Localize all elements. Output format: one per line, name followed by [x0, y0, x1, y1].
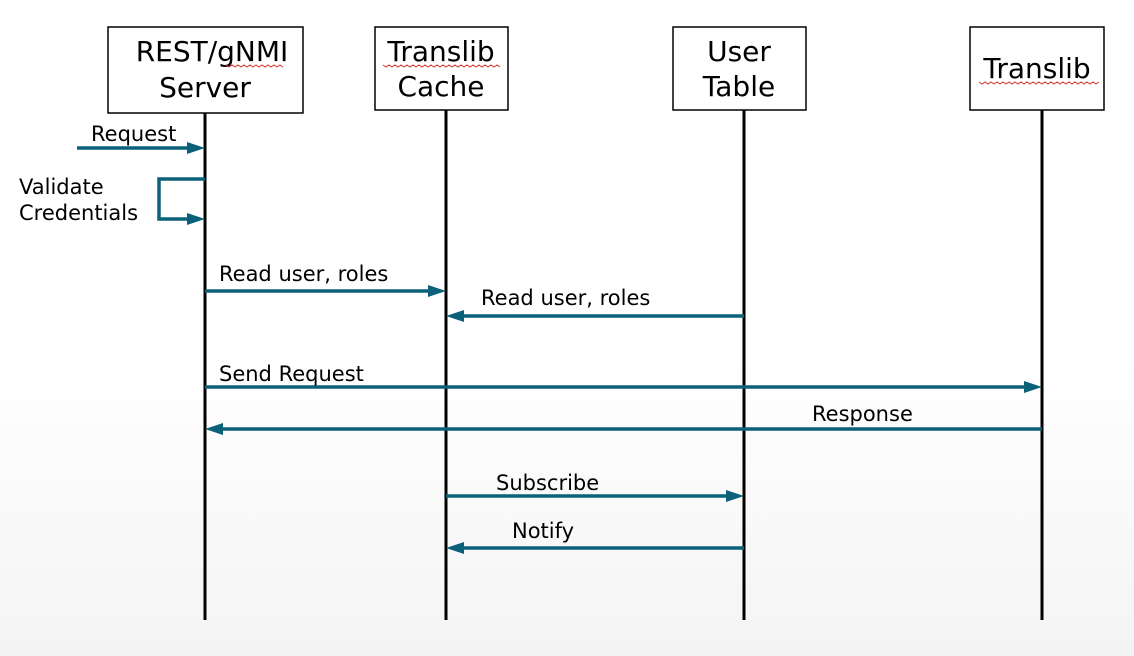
lifeline-rest-gnmi-server: REST/gNMI Server [107, 26, 304, 620]
arrowhead-left [205, 423, 223, 435]
message-request: Request [77, 122, 205, 154]
message-label: Request [91, 122, 176, 146]
message-label: Read user, roles [219, 262, 388, 286]
message-response: Response [205, 402, 1042, 435]
message-read-user-roles-1: Read user, roles [205, 262, 446, 297]
spellcheck-underline [382, 64, 501, 68]
lifeline-title-line-1: REST/gNMI [136, 35, 289, 68]
lifeline-translib: Translib [969, 26, 1105, 620]
lifeline-translib-cache: Translib Cache [374, 26, 509, 620]
lifeline-box [969, 26, 1105, 111]
message-read-user-roles-2: Read user, roles [446, 286, 744, 322]
lifeline-title-line-2: Cache [397, 70, 484, 103]
lifeline-title-line-1: User [707, 35, 771, 68]
arrowhead-right [428, 285, 446, 297]
message-label: Notify [512, 519, 574, 543]
message-label: Response [812, 402, 913, 426]
lifeline-box [107, 26, 304, 114]
message-send-request: Send Request [205, 362, 1042, 393]
arrowhead-right [726, 490, 744, 502]
lifeline-title-line-2: Server [159, 71, 251, 104]
message-label-line-2: Credentials [19, 201, 138, 225]
lifeline-box [374, 26, 509, 111]
lifeline-user-table: User Table [672, 26, 807, 620]
message-label: Send Request [219, 362, 364, 386]
lifeline-title-line-1: Translib [386, 35, 494, 68]
arrowhead-left [446, 310, 464, 322]
arrowhead-right [187, 213, 205, 225]
lifeline-title-line-2: Table [702, 70, 775, 103]
arrowhead-left [446, 542, 464, 554]
self-message-line [157, 177, 205, 221]
arrowhead-right [1024, 381, 1042, 393]
message-label: Subscribe [496, 471, 599, 495]
message-notify: Notify [446, 519, 744, 554]
arrowhead-right [187, 142, 205, 154]
message-label-line-1: Validate [19, 175, 104, 199]
spellcheck-underline [978, 81, 1100, 85]
lifeline-box [672, 26, 807, 111]
message-subscribe: Subscribe [446, 471, 744, 502]
lifeline-title-line-1: Translib [982, 52, 1090, 85]
spellcheck-underline [225, 64, 284, 68]
message-validate-credentials: Validate Credentials [19, 175, 205, 225]
message-label: Read user, roles [481, 286, 650, 310]
